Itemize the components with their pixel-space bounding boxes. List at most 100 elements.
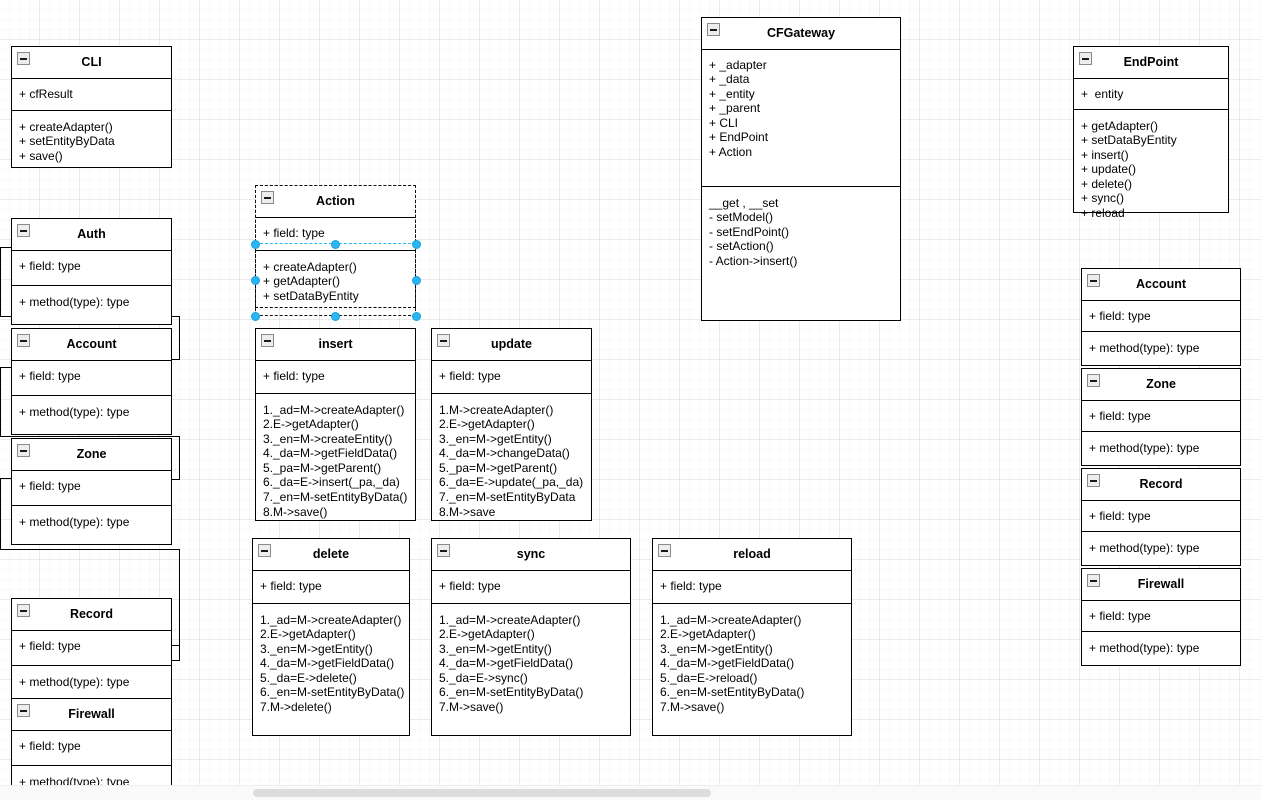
class-operations: + method(type): type	[1089, 340, 1200, 355]
resize-handle-bottom-center[interactable]	[330, 311, 340, 321]
class-name: Zone	[76, 447, 107, 461]
resize-handle-middle-left[interactable]	[250, 275, 260, 285]
connector-segment	[164, 645, 180, 647]
collapse-minus-icon[interactable]	[261, 334, 274, 347]
horizontal-scrollbar-thumb[interactable]	[253, 789, 711, 797]
connector-segment	[0, 367, 16, 369]
class-box-account-right[interactable]: Account + field: type + method(type): ty…	[1081, 268, 1241, 366]
resize-handle-top-center[interactable]	[330, 239, 340, 249]
class-name: Account	[1136, 277, 1186, 291]
collapse-minus-icon[interactable]	[17, 224, 30, 237]
class-name: EndPoint	[1123, 55, 1179, 69]
collapse-minus-icon[interactable]	[1087, 374, 1100, 387]
horizontal-scrollbar-track[interactable]	[0, 785, 1261, 800]
connector-segment	[179, 549, 181, 661]
class-operations: + method(type): type	[1089, 640, 1200, 655]
class-box-reload[interactable]: reload + field: type 1._ad=M->createAdap…	[652, 538, 852, 736]
collapse-minus-icon[interactable]	[17, 604, 30, 617]
class-attributes: + field: type	[12, 731, 171, 766]
collapse-minus-icon[interactable]	[17, 334, 30, 347]
class-attributes: + field: type	[1082, 401, 1240, 432]
connector-segment	[0, 247, 16, 249]
resize-handle-bottom-left[interactable]	[250, 311, 260, 321]
class-title: EndPoint	[1074, 47, 1228, 79]
class-title: delete	[253, 539, 409, 571]
class-attributes: + cfResult	[12, 79, 171, 111]
class-title: Firewall	[12, 699, 171, 731]
class-operations: + createAdapter() + setEntityByData + sa…	[19, 119, 115, 163]
collapse-minus-icon[interactable]	[261, 191, 274, 204]
class-attributes: + field: type	[12, 471, 171, 506]
collapse-minus-icon[interactable]	[1079, 52, 1092, 65]
resize-handle-middle-right[interactable]	[411, 275, 421, 285]
class-title: Record	[12, 599, 171, 631]
class-attributes: + field: type	[432, 571, 630, 604]
class-box-firewall-left[interactable]: Firewall + field: type + method(type): t…	[11, 698, 172, 800]
collapse-minus-icon[interactable]	[17, 52, 30, 65]
class-box-zone-left[interactable]: Zone + field: type + method(type): type	[11, 438, 172, 545]
class-title: reload	[653, 539, 851, 571]
class-name: Auth	[77, 227, 106, 241]
resize-handle-bottom-right[interactable]	[411, 311, 421, 321]
class-attributes: + entity	[1074, 79, 1228, 110]
class-title: CFGateway	[702, 18, 900, 50]
class-operations: 1._ad=M->createAdapter() 2.E->getAdapter…	[439, 612, 584, 715]
class-box-cli[interactable]: CLI + cfResult + createAdapter() + setEn…	[11, 46, 172, 168]
class-title: Firewall	[1082, 569, 1240, 601]
class-attributes: + field: type	[12, 251, 171, 286]
class-box-sync[interactable]: sync + field: type 1._ad=M->createAdapte…	[431, 538, 631, 736]
class-box-record-right[interactable]: Record + field: type + method(type): typ…	[1081, 468, 1241, 566]
collapse-minus-icon[interactable]	[658, 544, 671, 557]
class-box-endpoint[interactable]: EndPoint + entity + getAdapter() + setDa…	[1073, 46, 1229, 221]
connector-segment	[179, 436, 181, 480]
class-name: Action	[316, 194, 355, 208]
class-box-account-left[interactable]: Account + field: type + method(type): ty…	[11, 328, 172, 435]
class-box-record-left[interactable]: Record + field: type + method(type): typ…	[11, 598, 172, 705]
connector-segment	[0, 478, 16, 480]
class-attributes: + field: type	[253, 571, 409, 604]
class-box-firewall-right[interactable]: Firewall + field: type + method(type): t…	[1081, 568, 1241, 666]
class-box-zone-right[interactable]: Zone + field: type + method(type): type	[1081, 368, 1241, 466]
connector-segment	[0, 367, 2, 437]
class-attributes: + field: type	[1082, 501, 1240, 532]
class-name: update	[491, 337, 532, 351]
class-attributes: + field: type	[256, 361, 415, 394]
class-title: Auth	[12, 219, 171, 251]
class-title: update	[432, 329, 591, 361]
class-operations: + method(type): type	[19, 404, 130, 419]
class-box-insert[interactable]: insert + field: type 1._ad=M->createAdap…	[255, 328, 416, 521]
class-operations: + getAdapter() + setDataByEntity + inser…	[1081, 118, 1177, 221]
class-name: delete	[312, 547, 350, 561]
collapse-minus-icon[interactable]	[1087, 274, 1100, 287]
collapse-minus-icon[interactable]	[437, 334, 450, 347]
class-name: Zone	[1146, 377, 1176, 391]
class-box-delete[interactable]: delete + field: type 1._ad=M->createAdap…	[252, 538, 410, 736]
class-box-cfgateway[interactable]: CFGateway + _adapter + _data + _entity +…	[701, 17, 901, 321]
collapse-minus-icon[interactable]	[17, 704, 30, 717]
class-box-update[interactable]: update + field: type 1.M->createAdapter(…	[431, 328, 592, 521]
class-name: reload	[733, 547, 771, 561]
class-operations: + method(type): type	[1089, 540, 1200, 555]
class-operations: 1._ad=M->createAdapter() 2.E->getAdapter…	[260, 612, 405, 715]
connector-segment	[0, 549, 180, 551]
class-box-auth[interactable]: Auth + field: type + method(type): type	[11, 218, 172, 325]
class-title: sync	[432, 539, 630, 571]
connector-segment	[0, 436, 180, 438]
class-operations: 1._ad=M->createAdapter() 2.E->getAdapter…	[660, 612, 805, 715]
class-operations: 1._ad=M->createAdapter() 2.E->getAdapter…	[263, 402, 408, 519]
class-attributes: + field: type	[256, 218, 415, 251]
class-operations: + method(type): type	[19, 514, 130, 529]
connector-segment	[0, 247, 2, 317]
resize-handle-top-right[interactable]	[411, 239, 421, 249]
collapse-minus-icon[interactable]	[17, 444, 30, 457]
collapse-minus-icon[interactable]	[258, 544, 271, 557]
collapse-minus-icon[interactable]	[1087, 574, 1100, 587]
collapse-minus-icon[interactable]	[437, 544, 450, 557]
collapse-minus-icon[interactable]	[707, 23, 720, 36]
collapse-minus-icon[interactable]	[1087, 474, 1100, 487]
class-title: Account	[12, 329, 171, 361]
class-title: Record	[1082, 469, 1240, 501]
class-name: sync	[516, 547, 546, 561]
resize-handle-top-left[interactable]	[250, 239, 260, 249]
